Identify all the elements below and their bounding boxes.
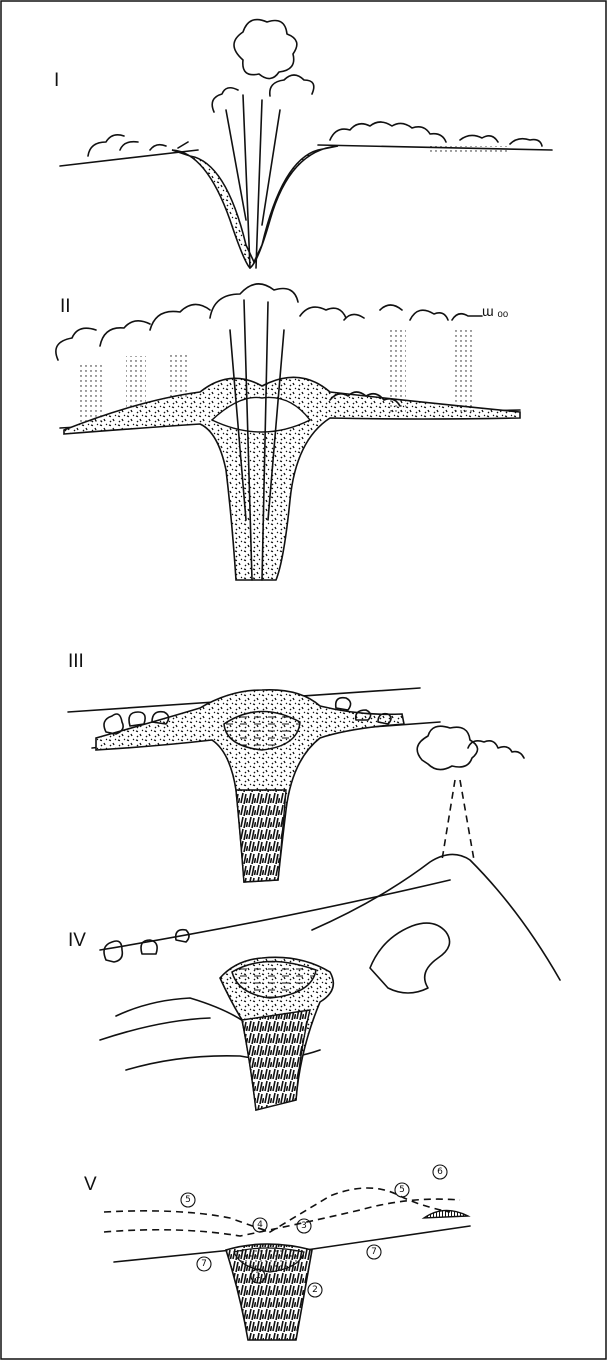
ash-fall-center — [168, 352, 188, 398]
marker-4: 4 — [253, 1218, 267, 1232]
svg-text:3: 3 — [301, 1221, 307, 1231]
lava-flow — [370, 923, 450, 993]
panel-v: V 1 2 3 4 5 6 — [84, 1165, 470, 1340]
base-surge-right — [330, 122, 542, 146]
ash-cloud-lower — [212, 75, 314, 112]
svg-text:5: 5 — [185, 1195, 191, 1205]
ash-plume — [56, 284, 482, 360]
marker-5-left: 5 — [181, 1193, 195, 1207]
ground-surface — [100, 880, 450, 950]
panel-label-i: I — [54, 70, 59, 91]
diatreme-vent — [172, 146, 338, 268]
marker-7-right: 7 — [367, 1245, 381, 1259]
ash-cloud — [234, 20, 297, 79]
marker-2: 2 — [308, 1283, 322, 1297]
volcanic-remnant — [424, 1210, 468, 1218]
panel-iii: III — [68, 651, 440, 882]
former-surface-upper — [104, 1188, 450, 1232]
ash-fall-mid — [126, 356, 146, 410]
stratovolcano — [312, 854, 560, 980]
svg-text:7: 7 — [371, 1247, 377, 1257]
svg-text:2: 2 — [312, 1285, 318, 1295]
eruption-column — [226, 95, 280, 268]
marker-5-right: 5 — [395, 1183, 409, 1197]
svg-text:1: 1 — [255, 1271, 261, 1281]
panel-label-iii: III — [68, 651, 84, 672]
plume-drift-trail: ɯ ₒₒ — [482, 303, 508, 319]
diatreme-breccia — [242, 1010, 310, 1110]
marker-3: 3 — [297, 1219, 311, 1233]
panel-label-v: V — [84, 1174, 97, 1195]
panel-label-iv: IV — [68, 930, 86, 951]
panel-ii: II ɯ ₒₒ — [56, 284, 520, 580]
diatreme-breccia — [236, 790, 286, 882]
former-surface-lower — [104, 1199, 460, 1236]
vegetation-left — [104, 930, 189, 962]
panel-label-ii: II — [60, 296, 71, 317]
surge-deposit — [430, 146, 510, 152]
volcano-conduit — [442, 780, 474, 860]
marker-6: 6 — [433, 1165, 447, 1179]
svg-text:7: 7 — [201, 1259, 207, 1269]
ash-fall-far-right — [452, 330, 474, 412]
svg-text:4: 4 — [257, 1220, 263, 1230]
ash-fall-left — [80, 364, 102, 424]
panel-i: I — [54, 20, 552, 268]
marker-7-left: 7 — [197, 1257, 211, 1271]
svg-text:5: 5 — [399, 1185, 405, 1195]
svg-text:6: 6 — [437, 1167, 443, 1177]
volcano-ash-cloud — [417, 726, 524, 769]
panel-iv: IV — [68, 726, 560, 1110]
river — [100, 998, 250, 1040]
